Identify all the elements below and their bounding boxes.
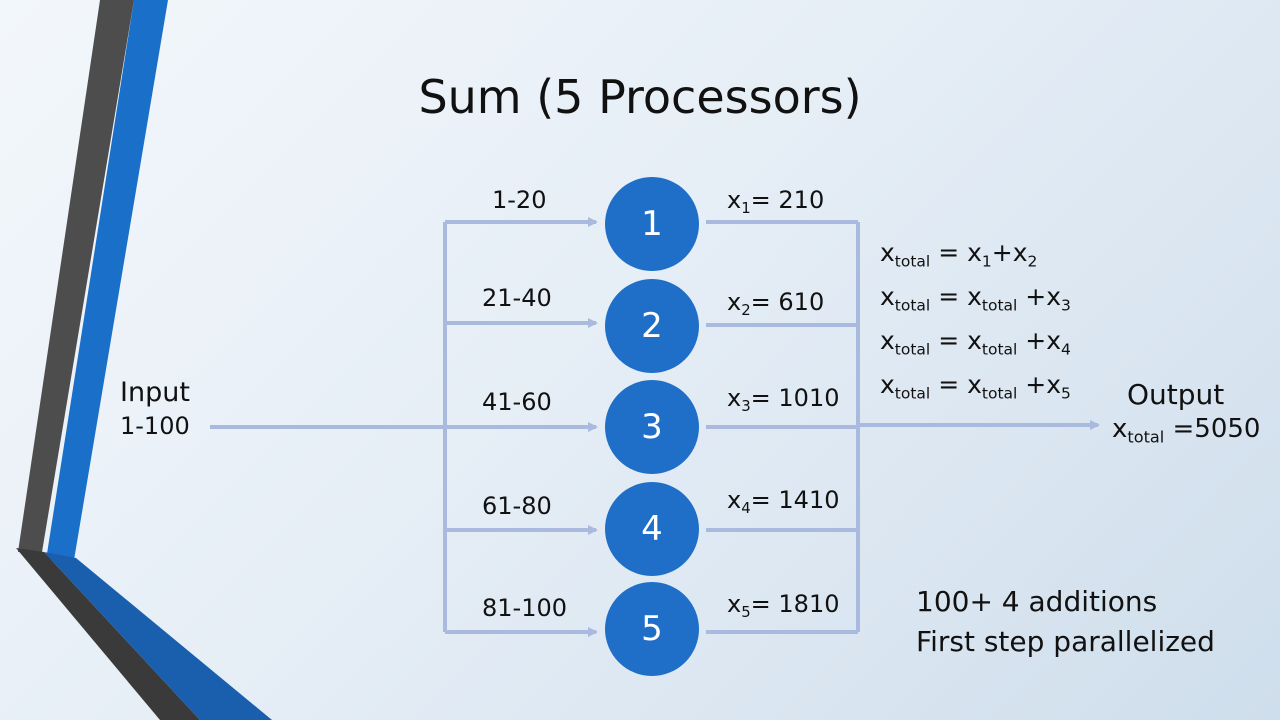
reduction-step-4: xtotal = xtotal +x5	[880, 370, 1071, 403]
input-range: 1-100	[120, 412, 190, 440]
reduction-step-3: xtotal = xtotal +x4	[880, 326, 1071, 359]
dark-stripe-lower	[16, 548, 200, 720]
output-total: xtotal =5050	[1112, 414, 1261, 447]
range-label-4: 61-80	[482, 492, 552, 520]
processor-node-5: 5	[605, 582, 699, 676]
processor-node-1: 1	[605, 177, 699, 271]
blue-stripe-lower	[44, 552, 272, 720]
processor-node-3: 3	[605, 380, 699, 474]
range-label-2: 21-40	[482, 284, 552, 312]
note-additions: 100+ 4 additions	[916, 585, 1158, 618]
range-label-1: 1-20	[492, 186, 547, 214]
partial-sum-4: x4= 1410	[727, 486, 840, 518]
page-title: Sum (5 Processors)	[418, 70, 862, 124]
processor-node-2: 2	[605, 279, 699, 373]
note-parallelized: First step parallelized	[916, 625, 1215, 658]
partial-sum-1: x1= 210	[727, 186, 825, 218]
partial-sum-3: x3= 1010	[727, 384, 840, 416]
reduction-step-2: xtotal = xtotal +x3	[880, 282, 1071, 315]
range-label-5: 81-100	[482, 594, 568, 622]
dark-stripe	[18, 0, 134, 552]
blue-stripe	[46, 0, 168, 560]
reduction-step-1: xtotal = x1+x2	[880, 238, 1038, 271]
input-label: Input	[120, 377, 190, 408]
processor-node-4: 4	[605, 482, 699, 576]
output-label: Output	[1127, 378, 1225, 411]
partial-sum-5: x5= 1810	[727, 590, 840, 622]
partial-sum-2: x2= 610	[727, 288, 825, 320]
range-label-3: 41-60	[482, 388, 552, 416]
